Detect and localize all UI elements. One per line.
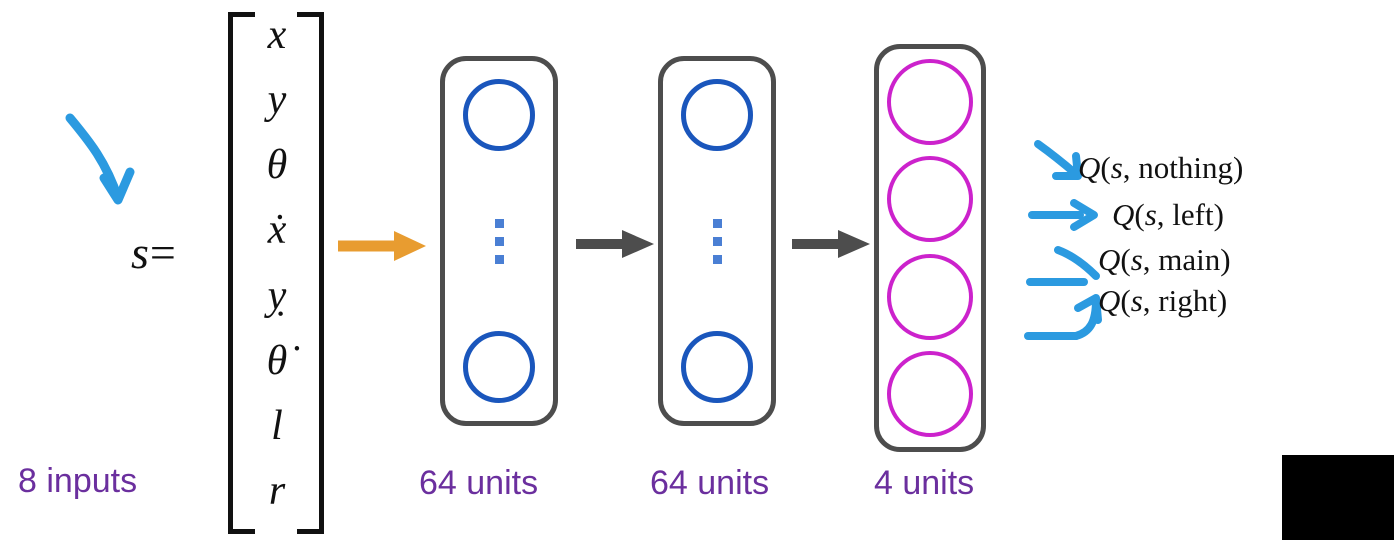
vector-element: r xyxy=(268,467,286,514)
q-sep: , xyxy=(1142,242,1159,277)
state-vector: x y θ ẋ ỵ θ̇ l r xyxy=(228,12,324,534)
paren-close: ) xyxy=(1220,242,1231,277)
hidden-layer-2-box xyxy=(658,56,776,426)
paren-open: ( xyxy=(1100,150,1111,185)
q-sep: , xyxy=(1142,283,1159,318)
output-arrow-nothing xyxy=(1034,140,1082,180)
q-action: left xyxy=(1172,197,1214,232)
q-symbol: Q xyxy=(1098,242,1121,277)
paren-close: ) xyxy=(1213,197,1224,232)
vector-element: y xyxy=(267,77,287,124)
paren-open: ( xyxy=(1120,242,1131,277)
q-state: s xyxy=(1144,197,1157,232)
ellipsis-icon xyxy=(712,218,722,264)
q-state: s xyxy=(1130,283,1143,318)
q-action: main xyxy=(1158,242,1221,277)
q-value-label-main: Q(s, main) xyxy=(1098,242,1231,278)
hidden-layer-2-label: 64 units xyxy=(650,464,770,502)
q-symbol: Q xyxy=(1098,283,1121,318)
hidden-node xyxy=(681,79,753,151)
layer-arrow-1 xyxy=(576,230,654,258)
output-node xyxy=(887,350,973,437)
paren-open: ( xyxy=(1120,283,1131,318)
output-arrow-right xyxy=(1024,294,1102,340)
vector-element: ỵ xyxy=(267,272,287,319)
q-action: nothing xyxy=(1138,150,1234,185)
vector-element: θ̇ xyxy=(266,337,288,384)
state-equation: s= xyxy=(131,226,177,279)
black-patch xyxy=(1282,455,1394,540)
layer-arrow-2 xyxy=(792,230,870,258)
output-node xyxy=(887,156,973,243)
paren-open: ( xyxy=(1134,197,1145,232)
vector-element: x xyxy=(267,12,287,58)
hidden-layer-1-label: 64 units xyxy=(419,464,539,502)
q-value-label-nothing: Q(s, nothing) xyxy=(1078,150,1243,186)
input-count-label: 8 inputs xyxy=(18,462,138,500)
output-layer-box xyxy=(874,44,986,452)
q-sep: , xyxy=(1156,197,1173,232)
q-state: s xyxy=(1110,150,1123,185)
bracket-right xyxy=(297,12,324,534)
vector-element: l xyxy=(271,402,283,449)
state-vector-items: x y θ ẋ ỵ θ̇ l r xyxy=(246,12,308,524)
ellipsis-icon xyxy=(494,218,504,264)
q-value-label-right: Q(s, right) xyxy=(1098,283,1227,319)
output-node xyxy=(887,253,973,340)
output-node xyxy=(887,59,973,145)
equals-sign: = xyxy=(149,227,177,278)
q-symbol: Q xyxy=(1078,150,1101,185)
q-state: s xyxy=(1130,242,1143,277)
state-symbol: s xyxy=(131,227,150,278)
output-arrow-left xyxy=(1028,199,1098,231)
q-value-label-left: Q(s, left) xyxy=(1112,197,1224,233)
bracket-left xyxy=(228,12,255,534)
hidden-layer-1-box xyxy=(440,56,558,426)
input-arrow xyxy=(338,231,426,261)
vector-element: θ xyxy=(266,142,288,189)
paren-close: ) xyxy=(1216,283,1228,318)
hidden-node xyxy=(463,79,535,151)
q-sep: , xyxy=(1122,150,1139,185)
annotation-arrow-to-state xyxy=(65,113,135,205)
output-arrow-main xyxy=(1026,246,1100,286)
output-layer-label: 4 units xyxy=(874,464,975,502)
paren-close: ) xyxy=(1233,150,1244,185)
hidden-node xyxy=(463,331,535,403)
q-symbol: Q xyxy=(1112,197,1135,232)
vector-element: ẋ xyxy=(267,207,287,254)
q-action: right xyxy=(1158,283,1217,318)
hidden-node xyxy=(681,331,753,403)
